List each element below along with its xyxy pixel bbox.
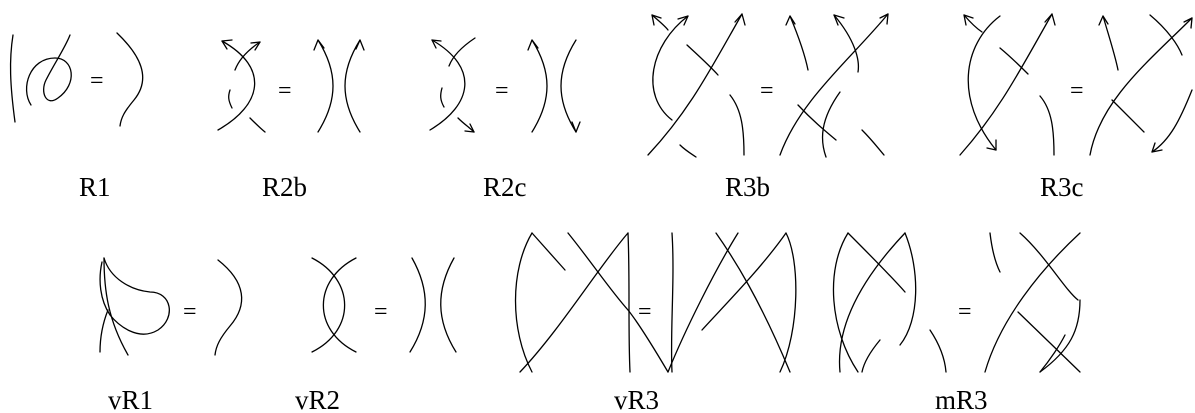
equals-sign: = xyxy=(638,299,652,325)
move-R2c: = R2c xyxy=(429,37,581,202)
move-R3c: = R3c xyxy=(959,13,1193,202)
arrow-head-icon xyxy=(1151,142,1163,153)
arrow-head-icon xyxy=(571,121,581,133)
r1-left-diagram xyxy=(9,34,72,123)
label-mR3: mR3 xyxy=(935,385,988,413)
r3c-right-diagram xyxy=(1089,14,1193,156)
equals-sign: = xyxy=(90,68,104,94)
move-R2b: = R2b xyxy=(217,39,365,202)
arrow-head-icon xyxy=(355,39,365,51)
move-mR3: = mR3 xyxy=(832,232,1081,413)
vr1-right-diagram xyxy=(214,259,243,356)
arrow-head-icon xyxy=(879,13,889,25)
vr2-left-diagram xyxy=(311,257,357,353)
arrow-head-icon xyxy=(833,14,845,26)
label-vR3: vR3 xyxy=(614,385,659,413)
equals-sign: = xyxy=(495,78,509,104)
r3b-right-diagram xyxy=(779,13,889,158)
vr3-right-diagram xyxy=(667,232,797,373)
arrow-head-icon xyxy=(1183,17,1193,29)
label-vR1: vR1 xyxy=(108,385,153,413)
arrow-head-icon xyxy=(734,13,746,26)
arrow-head-icon xyxy=(431,39,442,49)
equals-sign: = xyxy=(374,299,388,325)
arrow-head-icon xyxy=(785,15,796,26)
r3b-left-diagram xyxy=(647,13,746,158)
move-vR3: = vR3 xyxy=(514,232,797,413)
arrow-head-icon xyxy=(1098,15,1109,26)
arrow-head-icon xyxy=(963,14,974,26)
r3c-left-diagram xyxy=(959,13,1056,156)
move-vR2: = vR2 xyxy=(295,257,457,413)
arrow-head-icon xyxy=(1044,13,1056,26)
equals-sign: = xyxy=(278,78,292,104)
label-R3b: R3b xyxy=(725,172,770,202)
r2b-left-diagram xyxy=(217,39,266,133)
label-R2c: R2c xyxy=(483,172,527,202)
vr3-left-diagram xyxy=(514,232,669,373)
arrow-head-icon xyxy=(250,41,261,51)
arrow-head-icon xyxy=(464,123,475,133)
arrow-head-icon xyxy=(677,15,689,26)
vr1-left-diagram xyxy=(99,257,170,356)
arrow-head-icon xyxy=(986,139,997,151)
equals-sign: = xyxy=(183,299,197,325)
move-vR1: = vR1 xyxy=(99,257,243,413)
vr2-right-diagram xyxy=(409,257,457,353)
label-vR2: vR2 xyxy=(295,385,340,413)
label-R3c: R3c xyxy=(1040,172,1084,202)
r2c-left-diagram xyxy=(429,37,476,133)
label-R2b: R2b xyxy=(262,172,307,202)
r1-right-diagram xyxy=(116,32,144,127)
move-R3b: = R3b xyxy=(647,13,889,202)
arrow-head-icon xyxy=(651,14,662,26)
mr3-left-diagram xyxy=(832,232,947,373)
label-R1: R1 xyxy=(79,172,111,202)
equals-sign: = xyxy=(1070,78,1084,104)
r2b-right-diagram xyxy=(313,39,365,133)
equals-sign: = xyxy=(958,299,972,325)
arrow-head-icon xyxy=(527,39,539,51)
move-R1: = R1 xyxy=(9,32,144,202)
arrow-head-icon xyxy=(221,39,233,50)
mr3-right-diagram xyxy=(984,232,1081,373)
r2c-right-diagram xyxy=(527,39,581,133)
arrow-head-icon xyxy=(313,39,325,51)
equals-sign: = xyxy=(760,78,774,104)
